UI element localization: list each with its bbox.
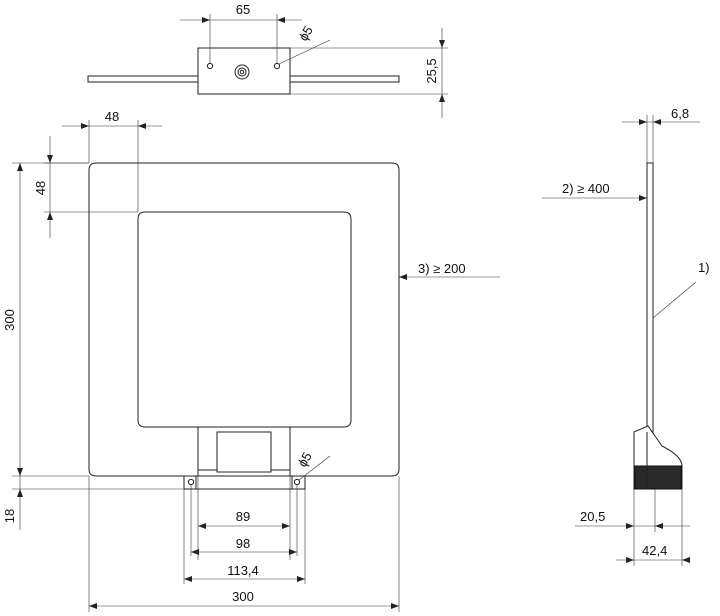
top-view bbox=[87, 14, 448, 118]
top-view-connector-mid bbox=[237, 67, 247, 77]
note-clearance-3: 3) ≥ 200 bbox=[418, 261, 466, 276]
callout-1: 1) bbox=[698, 260, 710, 275]
frame-inner-window bbox=[137, 211, 352, 428]
dim-side-thickness: 6,8 bbox=[671, 106, 689, 121]
dim-side-base-2: 42,4 bbox=[642, 543, 667, 558]
dim-bottom-hole: ϕ5 bbox=[295, 449, 315, 469]
dim-side-base-1: 20,5 bbox=[580, 509, 605, 524]
dim-top-width: 65 bbox=[236, 2, 250, 17]
dim-top-hole: ϕ5 bbox=[296, 23, 316, 43]
top-view-connector-outer bbox=[234, 64, 250, 80]
dim-w3: 113,4 bbox=[227, 563, 259, 578]
side-base-dark bbox=[634, 465, 682, 490]
dim-base-height: 18 bbox=[2, 509, 17, 523]
dim-top-height: 25,5 bbox=[424, 58, 439, 83]
dim-frame-border-v: 48 bbox=[33, 181, 48, 195]
note-clearance-2: 2) ≥ 400 bbox=[562, 181, 610, 196]
mount-base bbox=[183, 475, 306, 490]
top-view-connector-inner bbox=[239, 69, 245, 75]
mount-window bbox=[216, 431, 272, 473]
dim-w1: 89 bbox=[236, 509, 250, 524]
side-view bbox=[542, 115, 700, 566]
dim-frame-width: 300 bbox=[232, 589, 254, 604]
dim-frame-border-h: 48 bbox=[105, 109, 119, 124]
front-view bbox=[12, 120, 500, 612]
dim-frame-height: 300 bbox=[2, 309, 17, 331]
dim-w2: 98 bbox=[236, 536, 250, 551]
